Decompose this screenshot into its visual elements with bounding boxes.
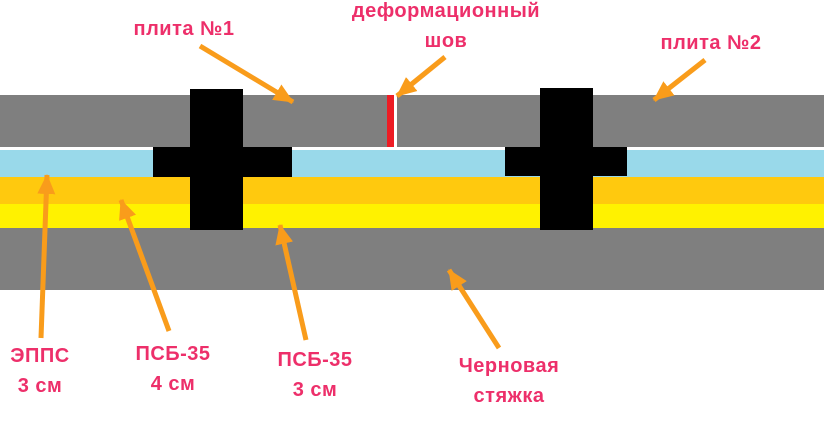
label-epps-line1: ЭППС bbox=[10, 345, 70, 367]
label-psb4: ПСБ-35 4 см bbox=[123, 339, 223, 399]
arrow-joint bbox=[395, 55, 447, 98]
label-screed: Черновая стяжка bbox=[449, 351, 569, 411]
label-joint-line2: шов bbox=[424, 30, 468, 52]
label-joint-line1: деформационный bbox=[351, 0, 541, 22]
label-psb3: ПСБ-35 3 см bbox=[265, 345, 365, 405]
label-psb3-line1: ПСБ-35 bbox=[277, 349, 353, 371]
epps-layer bbox=[0, 150, 824, 177]
psb-35-3cm-layer bbox=[0, 204, 824, 228]
expansion-joint bbox=[387, 95, 394, 147]
rough-screed-layer bbox=[0, 228, 824, 290]
arrow-slab2 bbox=[652, 58, 707, 102]
label-epps-line2: 3 см bbox=[17, 375, 63, 397]
psb-35-4cm-layer bbox=[0, 177, 824, 204]
label-slab1: плита №1 bbox=[128, 14, 240, 44]
label-slab2: плита №2 bbox=[651, 28, 771, 58]
label-slab1-text: плита №1 bbox=[133, 18, 235, 40]
label-screed-line1: Черновая bbox=[458, 355, 560, 377]
label-joint: деформационный шов bbox=[336, 0, 556, 56]
label-psb4-line2: 4 см bbox=[150, 373, 196, 395]
fastener-2-horizontal bbox=[505, 147, 627, 176]
label-slab2-text: плита №2 bbox=[660, 32, 762, 54]
slab-2-layer bbox=[397, 95, 824, 147]
label-epps: ЭППС 3 см bbox=[0, 341, 80, 401]
label-psb3-line2: 3 см bbox=[292, 379, 338, 401]
fastener-1-horizontal bbox=[153, 147, 292, 177]
label-psb4-line1: ПСБ-35 bbox=[135, 343, 211, 365]
label-screed-line2: стяжка bbox=[473, 385, 545, 407]
